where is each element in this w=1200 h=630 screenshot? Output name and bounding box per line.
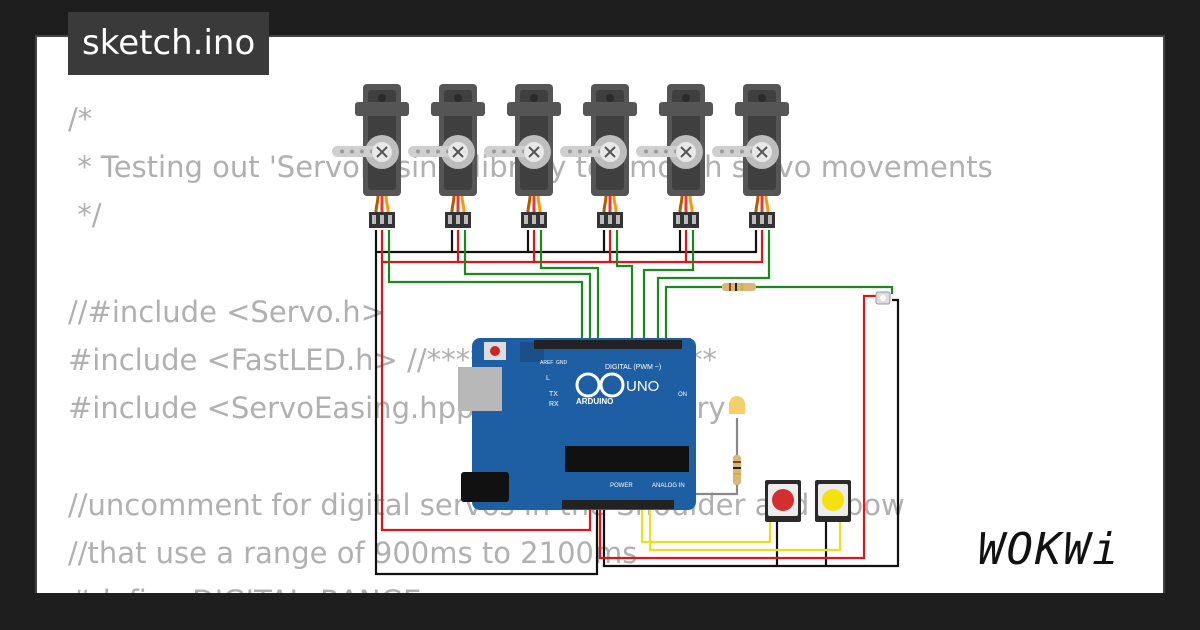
signal-wire — [756, 285, 894, 294]
input-wire — [648, 504, 842, 552]
ground-wire — [374, 230, 599, 576]
yellow-pushbutton[interactable] — [815, 480, 851, 522]
code-line: //that use a range of 900ms to 2100ms — [68, 535, 638, 570]
ground-wire — [602, 298, 900, 568]
power-wire — [686, 230, 764, 264]
power-wire — [598, 294, 878, 560]
red-pushbutton[interactable] — [765, 480, 801, 522]
gnd-label: GND — [556, 360, 568, 366]
ground-wire — [604, 230, 682, 254]
filename-tag: sketch.ino — [68, 12, 270, 75]
servo-motor — [482, 82, 563, 230]
signal-wire — [664, 285, 722, 338]
digital-header-label: DIGITAL (PWM ~) — [605, 364, 661, 371]
arduino-uno-board: DIGITAL (PWM ~) AREF GND L TX RX UNO ARD… — [458, 338, 696, 510]
servo-motor — [558, 82, 639, 230]
ground-wire — [680, 230, 758, 254]
on-label: ON — [678, 392, 687, 398]
ground-wire — [452, 230, 530, 254]
board-model: UNO — [626, 378, 659, 395]
servo-motor — [406, 82, 487, 230]
frame-bottom — [35, 593, 1165, 630]
servo-motor — [330, 82, 411, 230]
analog-header-label: ANALOG IN — [652, 483, 685, 489]
power-wire — [380, 230, 592, 532]
code-line: //#include <Servo.h> — [68, 294, 385, 329]
rx-label: RX — [549, 401, 559, 408]
signal-wire — [387, 230, 584, 338]
resistor — [733, 455, 741, 485]
board-brand: ARDUINO — [576, 397, 613, 406]
servo-motor — [710, 82, 791, 230]
l-label: L — [546, 375, 550, 382]
signal-wire — [656, 230, 771, 338]
resistor — [722, 283, 756, 291]
ground-wire — [528, 230, 606, 254]
power-wire — [534, 230, 612, 264]
signal-wire — [642, 230, 695, 338]
code-line: /* — [68, 102, 93, 136]
input-wire — [640, 504, 772, 544]
power-wire — [610, 230, 688, 264]
power-header-label: POWER — [610, 483, 633, 489]
aref-label: AREF — [540, 360, 553, 366]
servo-motor — [634, 82, 715, 230]
code-line: */ — [68, 198, 102, 233]
tx-label: TX — [549, 391, 558, 398]
led-wire — [688, 338, 739, 496]
ground-wire — [376, 230, 454, 254]
signal-wire — [539, 230, 600, 338]
signal-wire — [615, 230, 634, 338]
power-wire — [382, 230, 460, 264]
signal-wire — [463, 230, 592, 338]
led — [729, 396, 745, 414]
wokwi-logo: WOKWi — [978, 524, 1121, 575]
power-wire — [458, 230, 536, 264]
wires — [374, 230, 900, 576]
ws2812-led — [875, 291, 891, 305]
